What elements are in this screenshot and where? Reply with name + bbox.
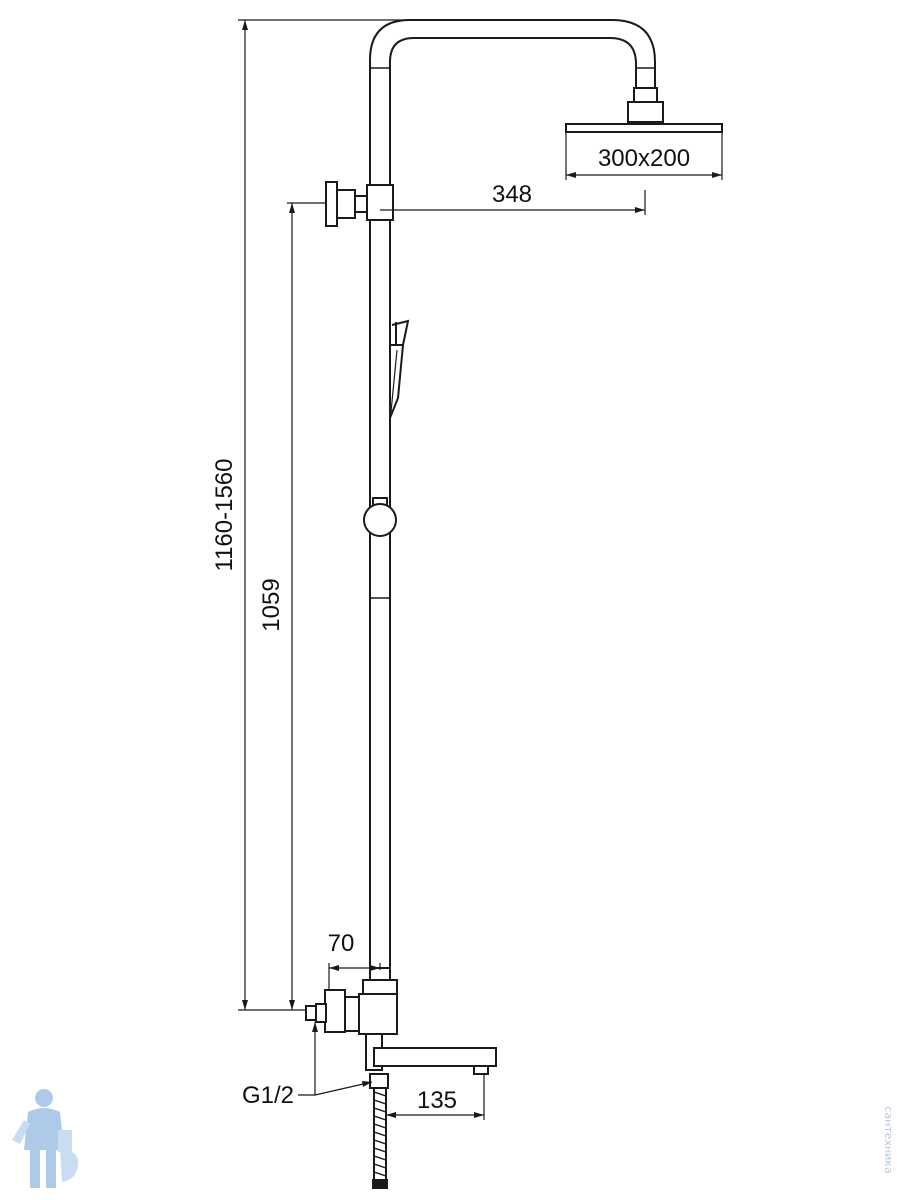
- axis-spacing-dimension: 70: [328, 930, 381, 990]
- shower-hose: [369, 1073, 389, 1189]
- watermark-text: сантехника: [882, 1106, 895, 1173]
- plumber-logo: [12, 1089, 79, 1188]
- mixer-body: [305, 967, 398, 1071]
- total-height-dimension: 1160-1560: [211, 19, 410, 1011]
- riser-pipe: [369, 220, 391, 968]
- mixer-height-label: 1059: [258, 578, 285, 631]
- rain-shower-head: [565, 87, 723, 180]
- shower-arm: [369, 19, 656, 185]
- mixer-height-dimension: 1059: [258, 202, 326, 1010]
- slide-holder: [363, 497, 397, 537]
- axis-spacing-label: 70: [328, 930, 355, 957]
- inlet-thread-callout: G1/2: [242, 1022, 373, 1109]
- bath-spout: [373, 1047, 497, 1075]
- upper-diverter-connector: [325, 181, 394, 227]
- site-watermark: сантехника: [882, 1106, 895, 1173]
- spout-reach-label: 135: [417, 1087, 457, 1114]
- spout-reach-dimension: 135: [385, 1074, 485, 1120]
- arm-reach-label: 348: [492, 181, 532, 208]
- arm-reach-dimension: 348: [380, 181, 646, 215]
- hand-shower: [389, 319, 410, 419]
- head-size-dimension: 300x200: [566, 145, 722, 178]
- total-height-label: 1160-1560: [211, 459, 238, 572]
- inlet-thread-label: G1/2: [242, 1082, 294, 1109]
- head-size-label: 300x200: [598, 145, 690, 172]
